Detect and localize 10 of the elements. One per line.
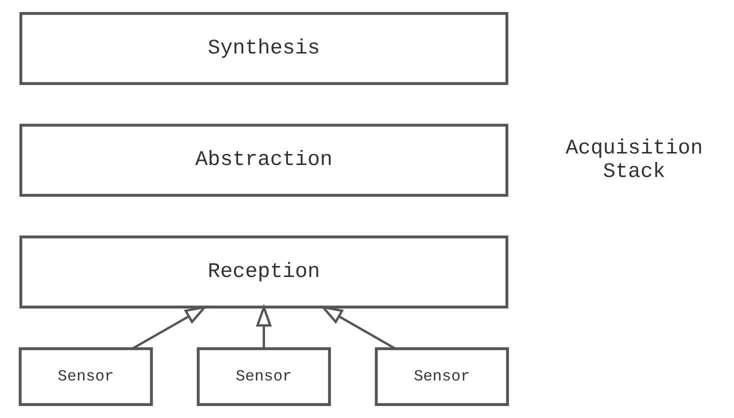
label: Acquisition Stack: [565, 138, 702, 184]
arrow: [320, 306, 396, 350]
node-box: Reception: [18, 236, 508, 309]
arrow: [255, 304, 272, 349]
node-box: Sensor: [374, 347, 508, 406]
node-box: Synthesis: [18, 12, 508, 86]
arrow: [132, 306, 208, 350]
node-box: Sensor: [18, 347, 152, 406]
node-box: Abstraction: [18, 124, 508, 197]
node-box: Sensor: [196, 347, 330, 406]
